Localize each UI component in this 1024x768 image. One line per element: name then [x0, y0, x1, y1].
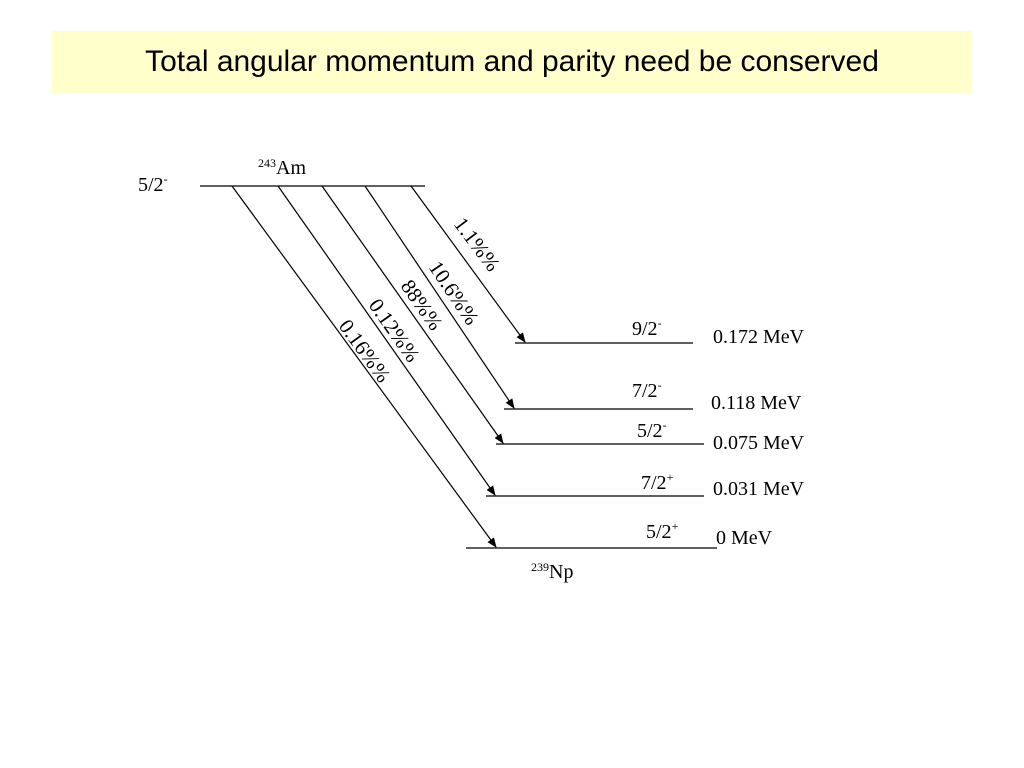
parent-nucleus-label: 243Am: [258, 156, 306, 179]
decay-arrow: [277, 185, 496, 496]
level-energy-label: 0.075 MeV: [713, 432, 805, 454]
level-energy-label: 0.118 MeV: [711, 392, 802, 414]
level-energy-label: 0.172 MeV: [713, 326, 805, 348]
level-energy-label: 0.031 MeV: [713, 478, 805, 500]
level-spin-label: 5/2+: [646, 519, 679, 543]
title-band: Total angular momentum and parity need b…: [52, 31, 972, 93]
slide-title: Total angular momentum and parity need b…: [145, 45, 879, 78]
decay-arrow: [410, 185, 526, 343]
decay-arrow: [364, 185, 515, 409]
level-spin-label: 7/2+: [641, 470, 674, 494]
decay-arrow: [231, 185, 497, 548]
daughter-nucleus-label: 239Np: [531, 560, 573, 583]
level-spin-label: 5/2-: [637, 418, 667, 442]
level-energy-label: 0 MeV: [716, 527, 773, 549]
level-spin-label: 7/2-: [632, 378, 662, 402]
parent-spin-label: 5/2-: [138, 172, 168, 196]
decay-arrow: [321, 185, 504, 444]
branch-label: 1.1%%: [449, 213, 505, 276]
level-spin-label: 9/2-: [632, 316, 662, 340]
